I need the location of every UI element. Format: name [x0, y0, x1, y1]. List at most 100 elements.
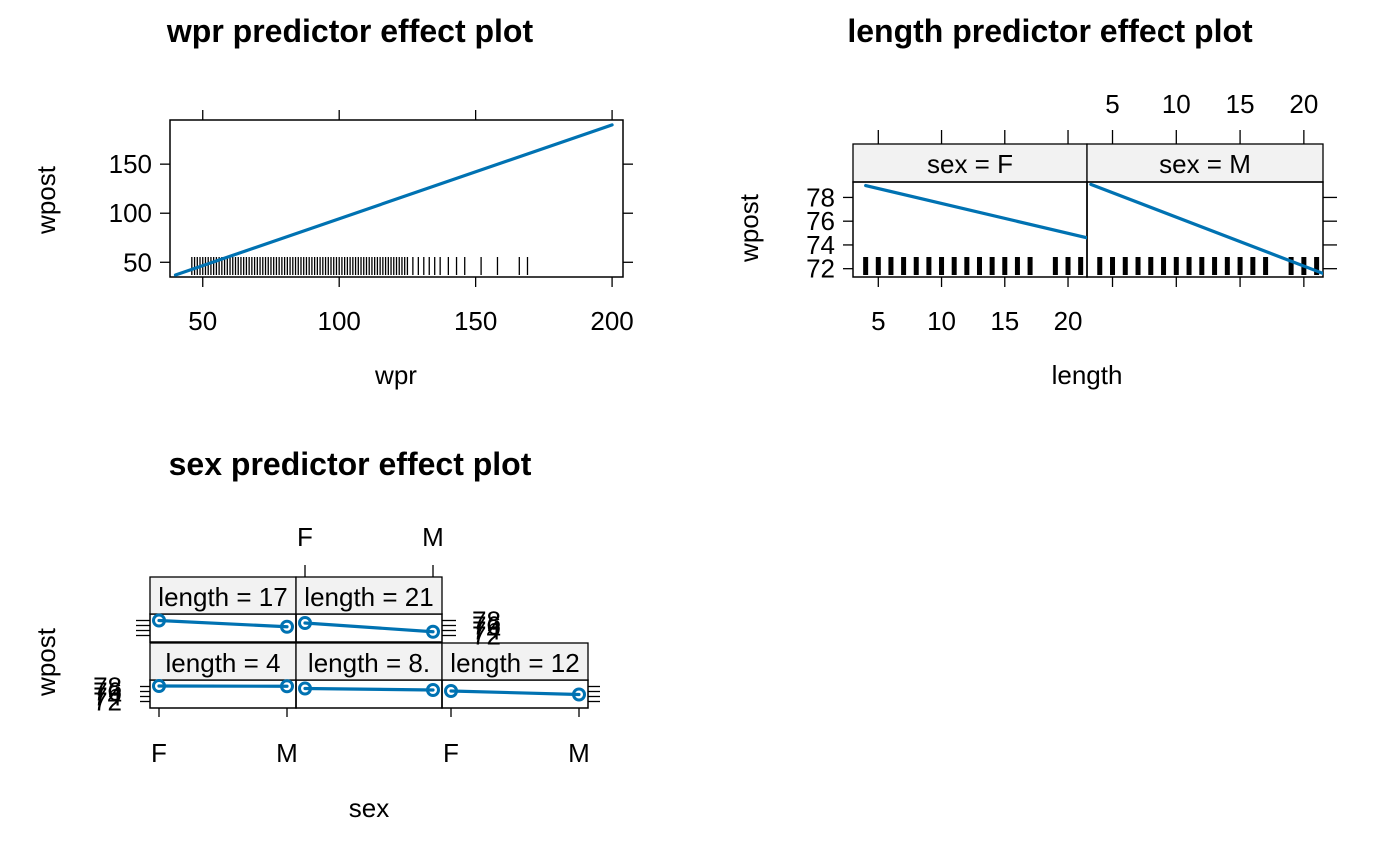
rug-mark [1161, 257, 1167, 275]
effect-point [444, 684, 458, 698]
fit-line-sex-f [864, 183, 1087, 240]
rug-mark [1097, 257, 1103, 275]
y-axis-label: wpost [734, 193, 764, 263]
rug-mark [939, 257, 945, 275]
rug-mark [951, 257, 957, 275]
strip-label: sex = M [1159, 149, 1251, 179]
fit-line [303, 686, 435, 692]
rug-mark [989, 257, 995, 275]
x-tick-label: 5 [871, 306, 885, 336]
plot-frame [169, 119, 624, 278]
x-tick-label: 10 [927, 306, 956, 336]
x-tick-label-top: M [422, 522, 444, 552]
rug-mark [1027, 257, 1033, 275]
strip-label: sex = F [927, 149, 1013, 179]
x-tick-label-top: 5 [1105, 89, 1119, 119]
chart-length: length predictor effect plot sex = F sex… [734, 13, 1337, 390]
x-tick-label: 200 [590, 306, 633, 336]
strip-label: length = 17 [158, 582, 287, 612]
rug-mark [913, 257, 919, 275]
effect-point [152, 613, 166, 628]
strip-label: length = 8. [308, 648, 430, 678]
rug-mark [1186, 257, 1192, 275]
rug-mark [1173, 257, 1179, 275]
x-tick-label: F [151, 738, 167, 768]
y-tick-label-right: 74 [472, 616, 501, 646]
rug-mark [1110, 257, 1116, 275]
rug-marks [863, 257, 1320, 275]
rug-mark [926, 257, 932, 275]
y-axis-label: wpost [31, 165, 61, 235]
rug-mark [1135, 257, 1141, 275]
x-tick-label-top: F [297, 522, 313, 552]
y-tick-label: 100 [109, 198, 152, 228]
fit-line [303, 621, 435, 634]
y-tick-label-right: 76 [472, 611, 501, 641]
panel-strip [149, 576, 297, 615]
y-tick-label: 150 [109, 149, 152, 179]
y-tick-label: 76 [93, 677, 122, 707]
effect-point [152, 679, 166, 693]
x-tick-label: 20 [1054, 306, 1083, 336]
rug-mark [1002, 257, 1008, 275]
strip-label: length = 21 [304, 582, 433, 612]
panel-frame-m [1086, 181, 1324, 278]
x-axis-label: length [1052, 360, 1123, 390]
chart-title: length predictor effect plot [847, 13, 1253, 49]
rug-mark [863, 257, 869, 275]
x-tick-label: 50 [188, 306, 217, 336]
panel-frame [295, 679, 443, 709]
y-tick-label: 74 [806, 230, 835, 260]
rug-mark [1078, 257, 1084, 275]
y-tick-label: 72 [93, 687, 122, 717]
rug-mark [1263, 257, 1269, 275]
strip-sex-f [852, 143, 1088, 183]
effect-point [280, 619, 294, 634]
rug-mark [976, 257, 982, 275]
chart-title: sex predictor effect plot [169, 446, 532, 482]
x-tick-label: M [568, 738, 590, 768]
x-tick-label: M [276, 738, 298, 768]
rug-mark [1288, 257, 1294, 275]
rug-mark [1212, 257, 1218, 275]
rug-marks [191, 257, 529, 275]
panel-strip [149, 642, 297, 681]
effect-point [426, 683, 440, 697]
rug-mark [1250, 257, 1256, 275]
y-tick-label: 74 [93, 682, 122, 712]
rug-mark [888, 257, 894, 275]
y-tick-label: 50 [123, 247, 152, 277]
y-tick-label-right: 78 [472, 606, 501, 636]
effect-point [426, 624, 440, 639]
rug-mark [964, 257, 970, 275]
x-axis-label: sex [349, 793, 389, 823]
x-axis-label: wpr [374, 360, 417, 390]
rug-mark [1237, 257, 1243, 275]
strip-label: length = 4 [166, 648, 281, 678]
y-tick-label: 76 [806, 206, 835, 236]
x-tick-label: 15 [990, 306, 1019, 336]
effect-point [572, 687, 586, 702]
y-tick-label: 72 [806, 254, 835, 284]
rug-mark [1314, 257, 1320, 275]
rug-mark [1052, 257, 1058, 275]
panels: length = 4 length = 8. length = 12 length =… [149, 576, 589, 709]
fit-line [449, 689, 581, 697]
panel-strip [441, 642, 589, 681]
chart-title: wpr predictor effect plot [166, 13, 534, 49]
rug-mark [1014, 257, 1020, 275]
rug-mark [1122, 257, 1128, 275]
strip-label: length = 12 [450, 648, 579, 678]
fit-line [157, 618, 289, 629]
panel-frame [149, 613, 297, 643]
panel-strip [295, 642, 443, 681]
effect-point [298, 616, 312, 630]
rug-mark [875, 257, 881, 275]
rug-mark [901, 257, 907, 275]
y-tick-label: 78 [806, 182, 835, 212]
